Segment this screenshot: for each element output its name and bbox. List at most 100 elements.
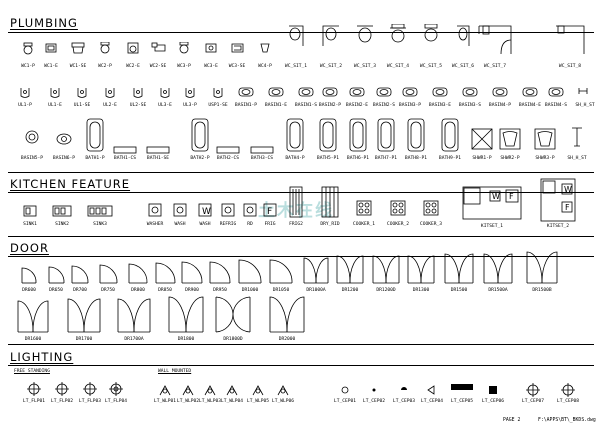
bath-symbol[interactable] <box>216 146 240 154</box>
sink-symbol[interactable] <box>87 205 113 217</box>
door-symbol[interactable] <box>269 296 305 333</box>
wc-symbol[interactable] <box>22 42 34 56</box>
basin-symbol[interactable] <box>349 86 365 100</box>
floor-lamp-symbol[interactable] <box>83 382 97 396</box>
basin-symbol[interactable] <box>577 86 593 100</box>
bath-symbol[interactable] <box>146 146 170 154</box>
door-symbol[interactable] <box>128 263 148 284</box>
door-symbol[interactable] <box>155 262 176 284</box>
appliance-symbol[interactable] <box>148 203 162 217</box>
ceiling-lamp-symbol[interactable] <box>425 383 439 397</box>
wc-symbol[interactable] <box>554 24 586 56</box>
door-symbol[interactable] <box>181 261 203 284</box>
kitchen-set-symbol[interactable]: WF <box>540 178 576 222</box>
wc-symbol[interactable] <box>477 24 513 58</box>
bath-symbol[interactable] <box>113 146 137 154</box>
basin-symbol[interactable] <box>56 132 72 146</box>
door-symbol[interactable] <box>336 255 364 284</box>
ceiling-lamp-symbol[interactable] <box>397 383 411 397</box>
bath-symbol[interactable] <box>86 118 104 152</box>
basin-symbol[interactable] <box>462 86 478 100</box>
wall-lamp-symbol[interactable] <box>225 383 239 397</box>
shower-symbol[interactable] <box>534 128 556 152</box>
ceiling-lamp-symbol[interactable] <box>367 383 381 397</box>
door-symbol[interactable] <box>303 257 329 284</box>
floor-lamp-symbol[interactable] <box>109 382 123 396</box>
basin-symbol[interactable] <box>238 86 254 100</box>
sink-symbol[interactable] <box>52 205 72 217</box>
wall-lamp-symbol[interactable] <box>158 383 172 397</box>
appliance-symbol[interactable] <box>173 203 187 217</box>
wc-symbol[interactable] <box>287 24 305 48</box>
door-symbol[interactable] <box>17 300 49 333</box>
basin-symbol[interactable] <box>25 130 39 144</box>
shower-symbol[interactable] <box>471 128 493 152</box>
wc-symbol[interactable] <box>355 24 375 44</box>
appliance-symbol[interactable]: F <box>263 203 277 217</box>
bath-symbol[interactable] <box>349 118 367 152</box>
door-symbol[interactable] <box>67 298 101 333</box>
bath-symbol[interactable] <box>319 118 337 152</box>
urinal-symbol[interactable] <box>184 86 196 100</box>
bath-symbol[interactable] <box>191 118 209 152</box>
appliance-symbol[interactable] <box>221 203 235 217</box>
door-symbol[interactable] <box>407 255 435 284</box>
ceiling-lamp-symbol[interactable] <box>338 383 352 397</box>
wc-symbol[interactable] <box>71 42 85 54</box>
door-symbol[interactable] <box>372 255 400 284</box>
door-symbol[interactable] <box>48 266 65 284</box>
wc-symbol[interactable] <box>259 42 271 54</box>
urinal-symbol[interactable] <box>212 86 224 100</box>
cooker-symbol[interactable] <box>423 200 439 216</box>
bath-symbol[interactable] <box>377 118 395 152</box>
door-symbol[interactable] <box>168 296 204 333</box>
basin-symbol[interactable] <box>402 86 418 100</box>
appliance-symbol[interactable] <box>321 186 339 218</box>
bath-symbol[interactable] <box>441 118 459 152</box>
bath-symbol[interactable] <box>286 118 304 152</box>
wc-symbol[interactable] <box>231 42 244 54</box>
basin-symbol[interactable] <box>268 86 284 100</box>
wc-symbol[interactable] <box>321 24 341 48</box>
urinal-symbol[interactable] <box>49 86 61 100</box>
wall-lamp-symbol[interactable] <box>203 383 217 397</box>
door-symbol[interactable] <box>71 265 89 284</box>
floor-lamp-symbol[interactable] <box>55 382 69 396</box>
kitchen-set-symbol[interactable]: FW <box>462 186 522 220</box>
bath-symbol[interactable] <box>570 124 584 150</box>
urinal-symbol[interactable] <box>132 86 144 100</box>
door-symbol[interactable] <box>215 296 251 333</box>
wall-lamp-symbol[interactable] <box>181 383 195 397</box>
basin-symbol[interactable] <box>492 86 508 100</box>
basin-symbol[interactable] <box>322 86 338 100</box>
appliance-symbol[interactable] <box>289 186 303 218</box>
sink-symbol[interactable] <box>23 205 37 217</box>
appliance-symbol[interactable] <box>243 203 257 217</box>
door-symbol[interactable] <box>444 253 474 284</box>
wc-symbol[interactable] <box>151 42 166 52</box>
basin-symbol[interactable] <box>522 86 538 100</box>
door-symbol[interactable] <box>526 251 558 284</box>
door-symbol[interactable] <box>209 261 231 284</box>
wall-lamp-symbol[interactable] <box>276 383 290 397</box>
wc-symbol[interactable] <box>422 24 440 42</box>
door-symbol[interactable] <box>99 264 118 284</box>
wc-symbol[interactable] <box>99 42 111 56</box>
ceiling-lamp-symbol[interactable] <box>526 383 540 397</box>
ceiling-lamp-symbol[interactable] <box>450 383 474 391</box>
cooker-symbol[interactable] <box>356 200 372 216</box>
ceiling-lamp-symbol[interactable] <box>486 383 500 397</box>
wc-symbol[interactable] <box>205 42 217 54</box>
appliance-symbol[interactable]: W <box>198 203 212 217</box>
door-symbol[interactable] <box>269 259 293 284</box>
urinal-symbol[interactable] <box>159 86 171 100</box>
bath-symbol[interactable] <box>250 146 274 154</box>
door-symbol[interactable] <box>483 253 513 284</box>
wall-lamp-symbol[interactable] <box>251 383 265 397</box>
wc-symbol[interactable] <box>178 42 190 56</box>
basin-symbol[interactable] <box>548 86 564 100</box>
basin-symbol[interactable] <box>298 86 314 100</box>
basin-symbol[interactable] <box>432 86 448 100</box>
basin-symbol[interactable] <box>376 86 392 100</box>
ceiling-lamp-symbol[interactable] <box>561 383 575 397</box>
